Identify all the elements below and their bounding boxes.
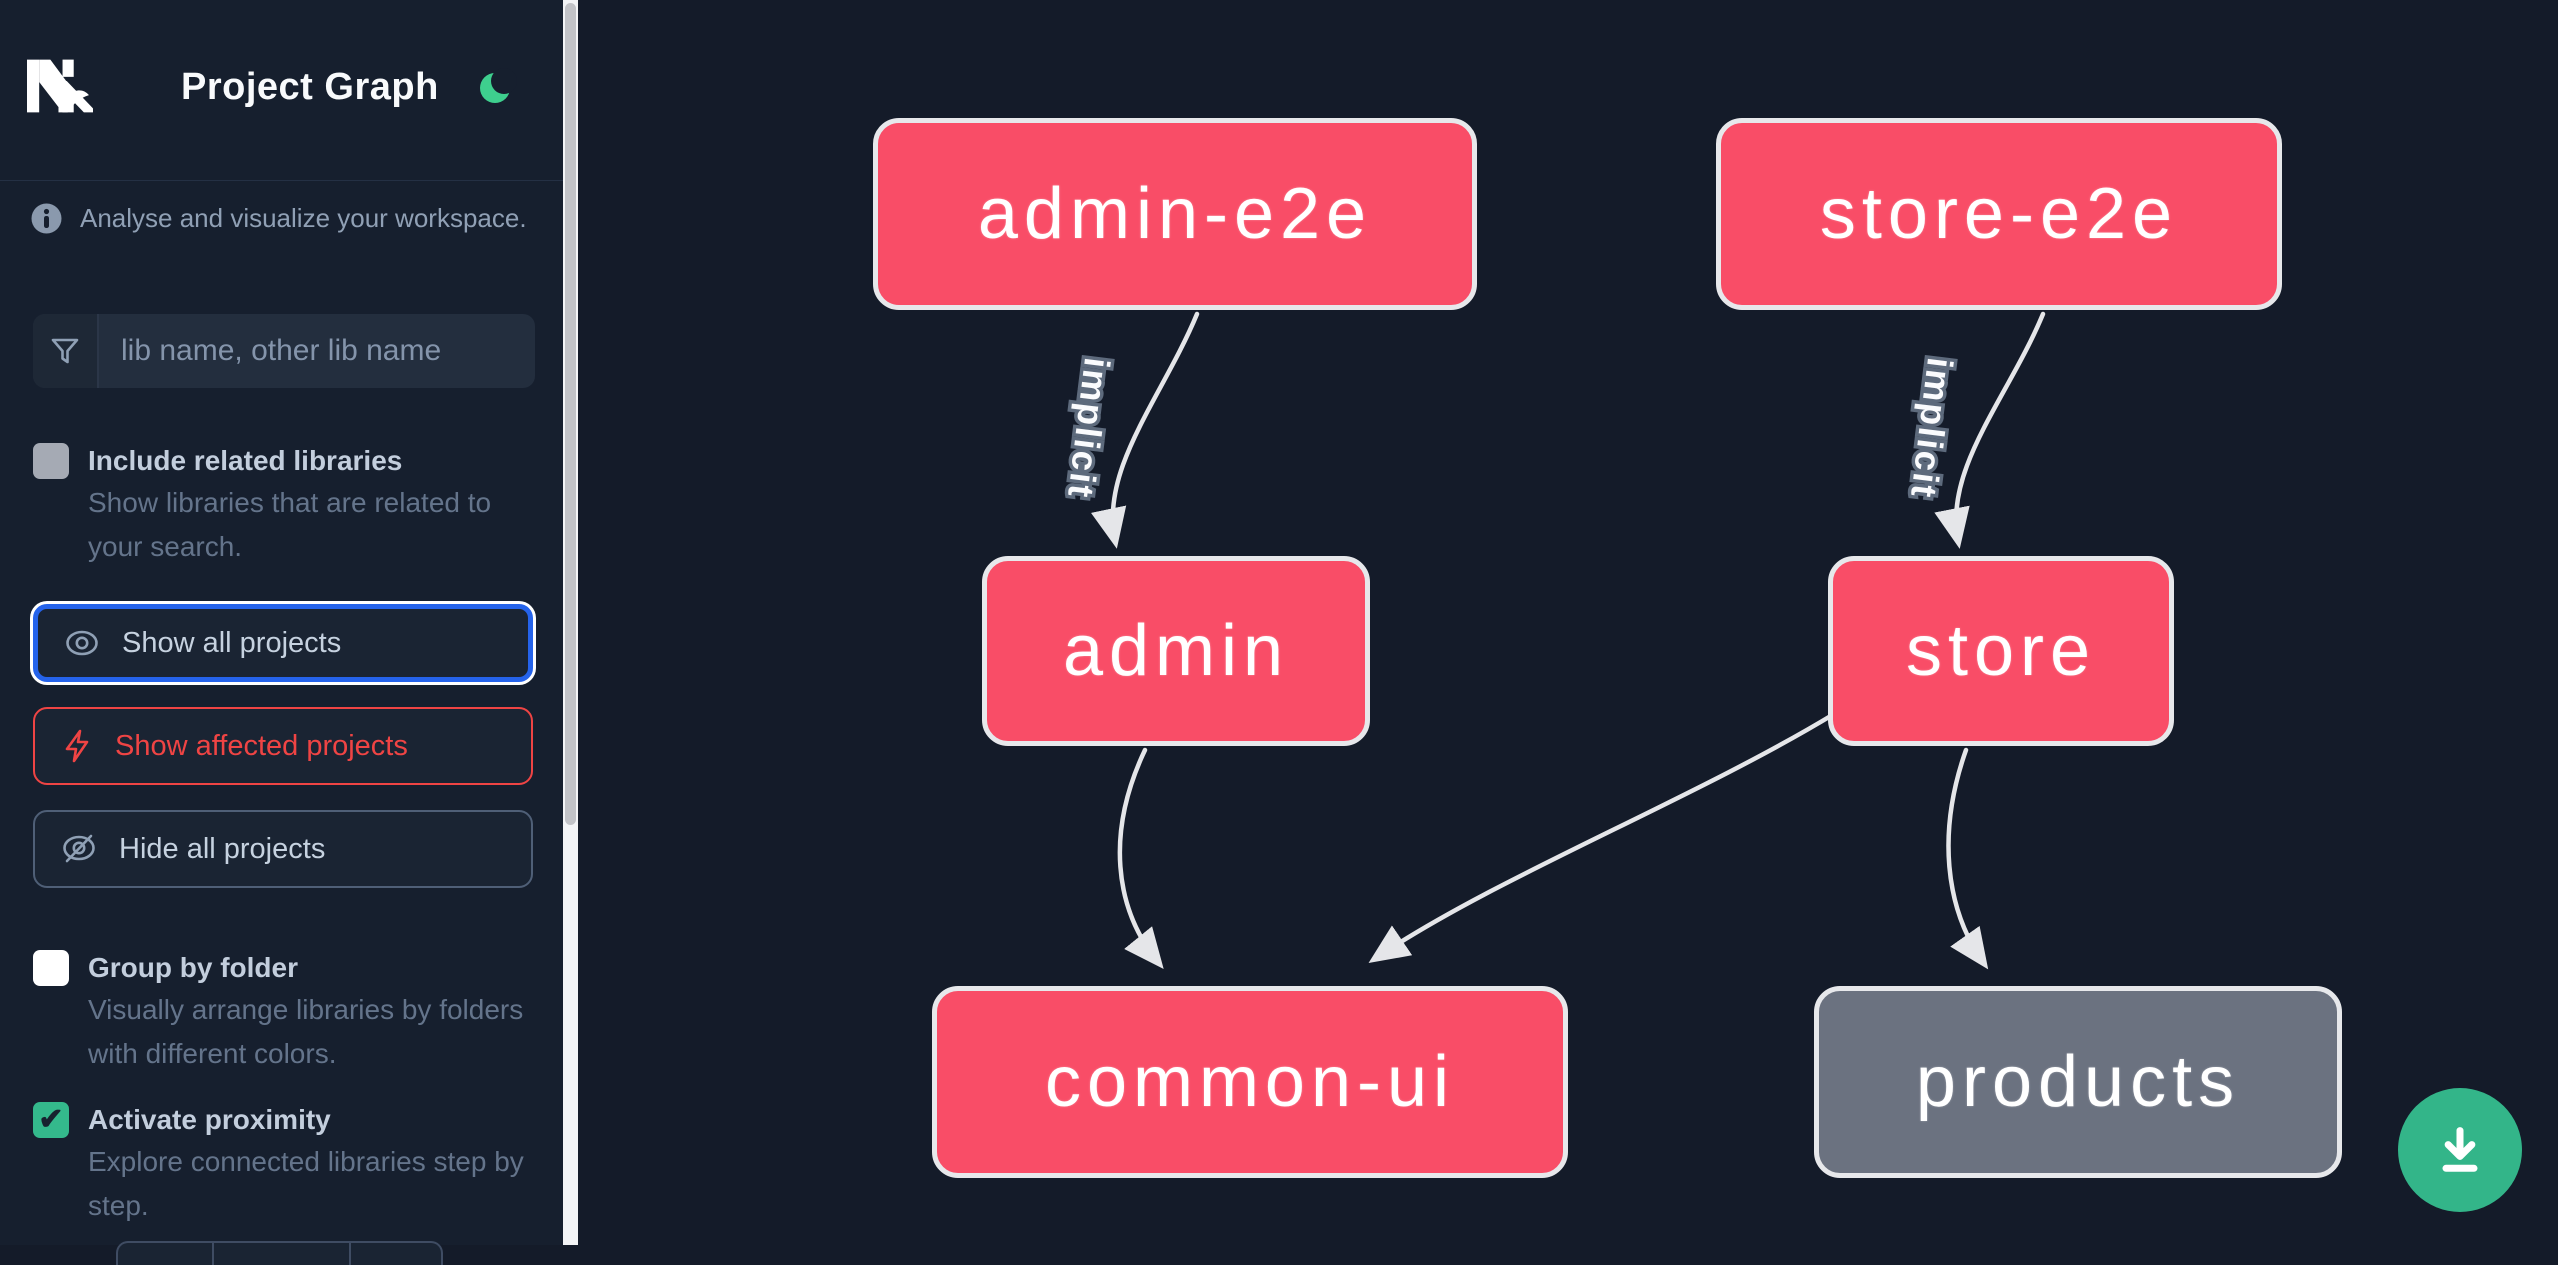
activate-proximity-label[interactable]: Activate proximity — [88, 1104, 331, 1135]
project-search — [33, 314, 535, 388]
page-title[interactable]: Project Graph — [181, 66, 439, 108]
graph-node-common-ui[interactable]: common-ui — [932, 986, 1568, 1178]
edge-admin-to-common-ui — [1117, 747, 1164, 969]
show-all-projects-label: Show all projects — [122, 626, 342, 659]
graph-node-admin[interactable]: admin — [982, 556, 1370, 746]
show-affected-projects-label: Show affected projects — [115, 729, 408, 762]
edge-store-e2e-to-store — [1934, 311, 2046, 549]
activate-proximity-description: Explore connected libraries step by step… — [88, 1146, 524, 1221]
group-by-folder-description: Visually arrange libraries by folders wi… — [88, 994, 524, 1069]
include-related-description: Show libraries that are related to your … — [88, 487, 492, 562]
edge-admin-e2e-to-admin — [1090, 311, 1200, 549]
hide-all-projects-label: Hide all projects — [119, 832, 326, 865]
header-divider — [0, 180, 563, 181]
include-related-label[interactable]: Include related libraries — [88, 445, 403, 476]
toggle-include-related: ✔ Include related libraries Show librari… — [33, 441, 538, 569]
hide-all-projects-button[interactable]: Hide all projects — [33, 810, 533, 888]
moon-icon[interactable] — [477, 68, 517, 108]
graph-node-products[interactable]: products — [1814, 986, 2342, 1178]
download-icon — [2442, 1127, 2478, 1172]
filter-icon — [51, 338, 79, 364]
bolt-icon — [65, 729, 89, 763]
sidebar-scrollbar-thumb[interactable] — [565, 3, 576, 825]
toggle-activate-proximity: ✔ Activate proximity Explore connected l… — [33, 1100, 538, 1228]
sidebar-scrollbar-track — [563, 0, 578, 1245]
eye-icon — [66, 630, 98, 656]
info-icon — [31, 203, 62, 234]
eye-off-icon — [63, 834, 95, 863]
search-input[interactable] — [99, 314, 535, 388]
save-image-button[interactable] — [2398, 1088, 2522, 1212]
show-all-projects-button[interactable]: Show all projects — [33, 604, 533, 682]
stepper-divider — [349, 1243, 351, 1265]
filter-icon-segment — [33, 314, 99, 388]
stepper-divider — [212, 1243, 214, 1265]
sidebar: Project Graph Analyse and visualize your… — [0, 0, 563, 1265]
group-by-folder-label[interactable]: Group by folder — [88, 952, 298, 983]
workspace-info-text: Analyse and visualize your workspace. — [80, 203, 527, 233]
graph-node-store-e2e[interactable]: store-e2e — [1716, 118, 2282, 310]
edge-label-implicit: implicit — [1903, 355, 1961, 501]
nx-logo — [27, 59, 93, 113]
toggle-group-by-folder: ✔ Group by folder Visually arrange libra… — [33, 948, 538, 1076]
graph-node-admin-e2e[interactable]: admin-e2e — [873, 118, 1477, 310]
group-by-folder-checkbox[interactable]: ✔ — [33, 950, 69, 986]
show-affected-projects-button[interactable]: Show affected projects — [33, 707, 533, 785]
edge-store-to-common-ui — [1368, 711, 1837, 964]
graph-node-store[interactable]: store — [1828, 556, 2174, 746]
edge-store-to-products — [1946, 747, 1989, 970]
edge-label-implicit: implicit — [1060, 355, 1118, 501]
activate-proximity-checkbox[interactable]: ✔ — [33, 1102, 69, 1138]
include-related-checkbox[interactable]: ✔ — [33, 443, 69, 479]
